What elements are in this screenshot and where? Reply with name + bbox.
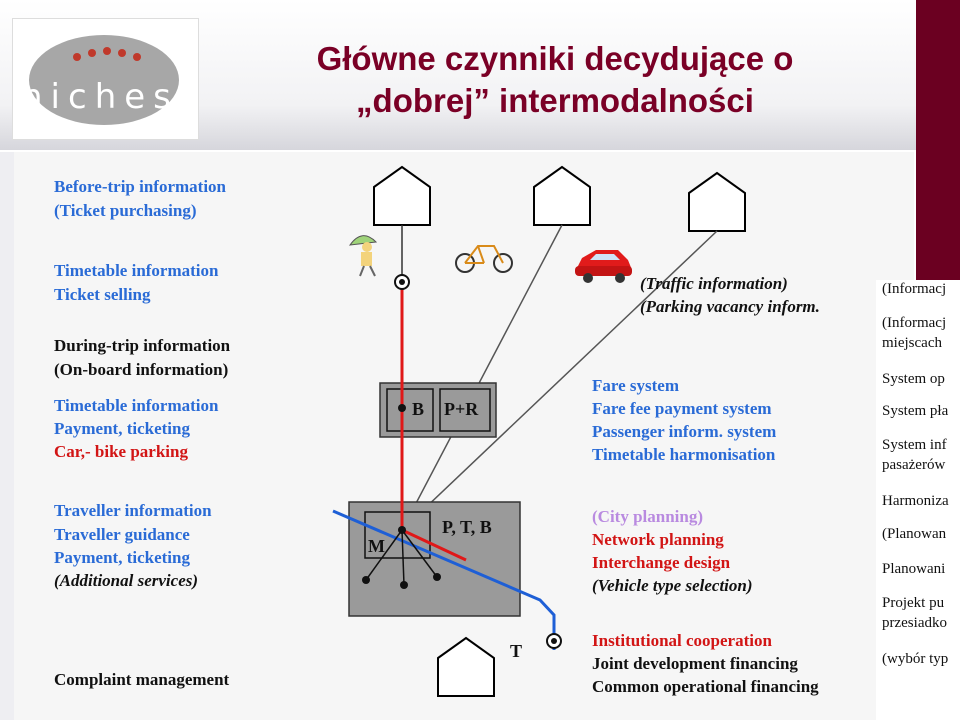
hub-label-ptb: P, T, B <box>442 517 492 537</box>
bp-box <box>379 382 497 438</box>
label-fare-fee: Fare fee payment system <box>592 399 772 418</box>
label-parking-vacancy: (Parking vacancy inform. <box>640 297 820 316</box>
translation-column: (Informacj (Informacj miejscach System o… <box>876 280 960 720</box>
page-title: Główne czynniki decydujące o „dobrej” in… <box>230 38 880 122</box>
title-line-2: „dobrej” intermodalności <box>356 82 754 119</box>
label-during-trip: During-trip information <box>54 336 231 355</box>
label-fare-system: Fare system <box>592 376 680 395</box>
trans-line-3: miejscach <box>882 335 942 351</box>
trans-line-1: (Informacj <box>882 281 947 297</box>
niches-logo: niches <box>12 18 199 140</box>
left-side-bar <box>0 152 14 720</box>
hub-label-m: M <box>368 536 385 556</box>
trans-line-4: System op <box>882 371 945 387</box>
label-vehicle-type: (Vehicle type selection) <box>592 576 753 595</box>
box-label-b: B <box>412 399 425 419</box>
trans-line-7: pasażerów <box>882 457 946 473</box>
car-icon <box>575 250 632 283</box>
label-operational-financing: Common operational financing <box>592 677 819 696</box>
station-hub <box>398 526 406 534</box>
label-before-trip: Before-trip information <box>54 177 227 196</box>
connector-line-3 <box>401 230 718 531</box>
label-car-bike-parking: Car,- bike parking <box>54 442 188 461</box>
label-on-board: (On-board information) <box>54 360 229 379</box>
box-label-pr: P+R <box>444 399 479 419</box>
label-joint-financing: Joint development financing <box>592 654 798 673</box>
station-bp <box>398 404 406 412</box>
house-icon-4 <box>437 636 495 697</box>
hub-box <box>348 501 521 617</box>
house-icon-2 <box>533 165 591 226</box>
bicycle-icon <box>455 245 513 273</box>
stop-label-t: T <box>510 641 523 661</box>
label-network-planning: Network planning <box>592 530 724 549</box>
label-ticket-purchasing: (Ticket purchasing) <box>54 201 197 220</box>
label-complaint-management: Complaint management <box>54 670 230 689</box>
label-additional-services: (Additional services) <box>54 571 199 590</box>
trans-line-8: Harmoniza <box>882 493 949 509</box>
trans-line-9: (Planowan <box>882 526 947 542</box>
bus-line <box>332 509 556 650</box>
label-passenger-inform: Passenger inform. system <box>592 422 777 441</box>
label-traveller-guidance: Traveller guidance <box>54 525 190 544</box>
trans-line-11: Projekt pu <box>882 595 945 611</box>
label-interchange-design: Interchange design <box>592 553 731 572</box>
label-ticket-selling: Ticket selling <box>54 285 151 304</box>
label-traveller-info: Traveller information <box>54 501 212 520</box>
trans-line-13: (wybór typ <box>882 651 949 667</box>
label-city-planning: (City planning) <box>592 507 703 526</box>
label-traffic-info: (Traffic information) <box>640 274 788 293</box>
label-timetable-info-1: Timetable information <box>54 261 219 280</box>
connector-line-2 <box>401 224 563 531</box>
house-icon-1 <box>373 165 431 226</box>
logo-text: niches <box>21 77 179 117</box>
title-line-1: Główne czynniki decydujące o <box>316 40 794 77</box>
trans-line-12: przesiadko <box>882 615 947 631</box>
label-timetable-info-2: Timetable information <box>54 396 219 415</box>
label-timetable-harmonisation: Timetable harmonisation <box>592 445 776 464</box>
trans-line-10: Planowani <box>882 561 946 577</box>
hub-spokes <box>365 529 438 586</box>
label-payment-1: Payment, ticketing <box>54 419 190 438</box>
label-institutional-cooperation: Institutional cooperation <box>592 631 772 650</box>
trans-line-5: System pła <box>882 403 949 419</box>
house-icon-3 <box>688 171 746 232</box>
trans-line-2: (Informacj <box>882 315 947 331</box>
pedestrian-icon <box>348 235 378 277</box>
trans-line-6: System inf <box>882 437 947 453</box>
label-payment-2: Payment, ticketing <box>54 548 190 567</box>
rail-branch <box>401 528 467 562</box>
